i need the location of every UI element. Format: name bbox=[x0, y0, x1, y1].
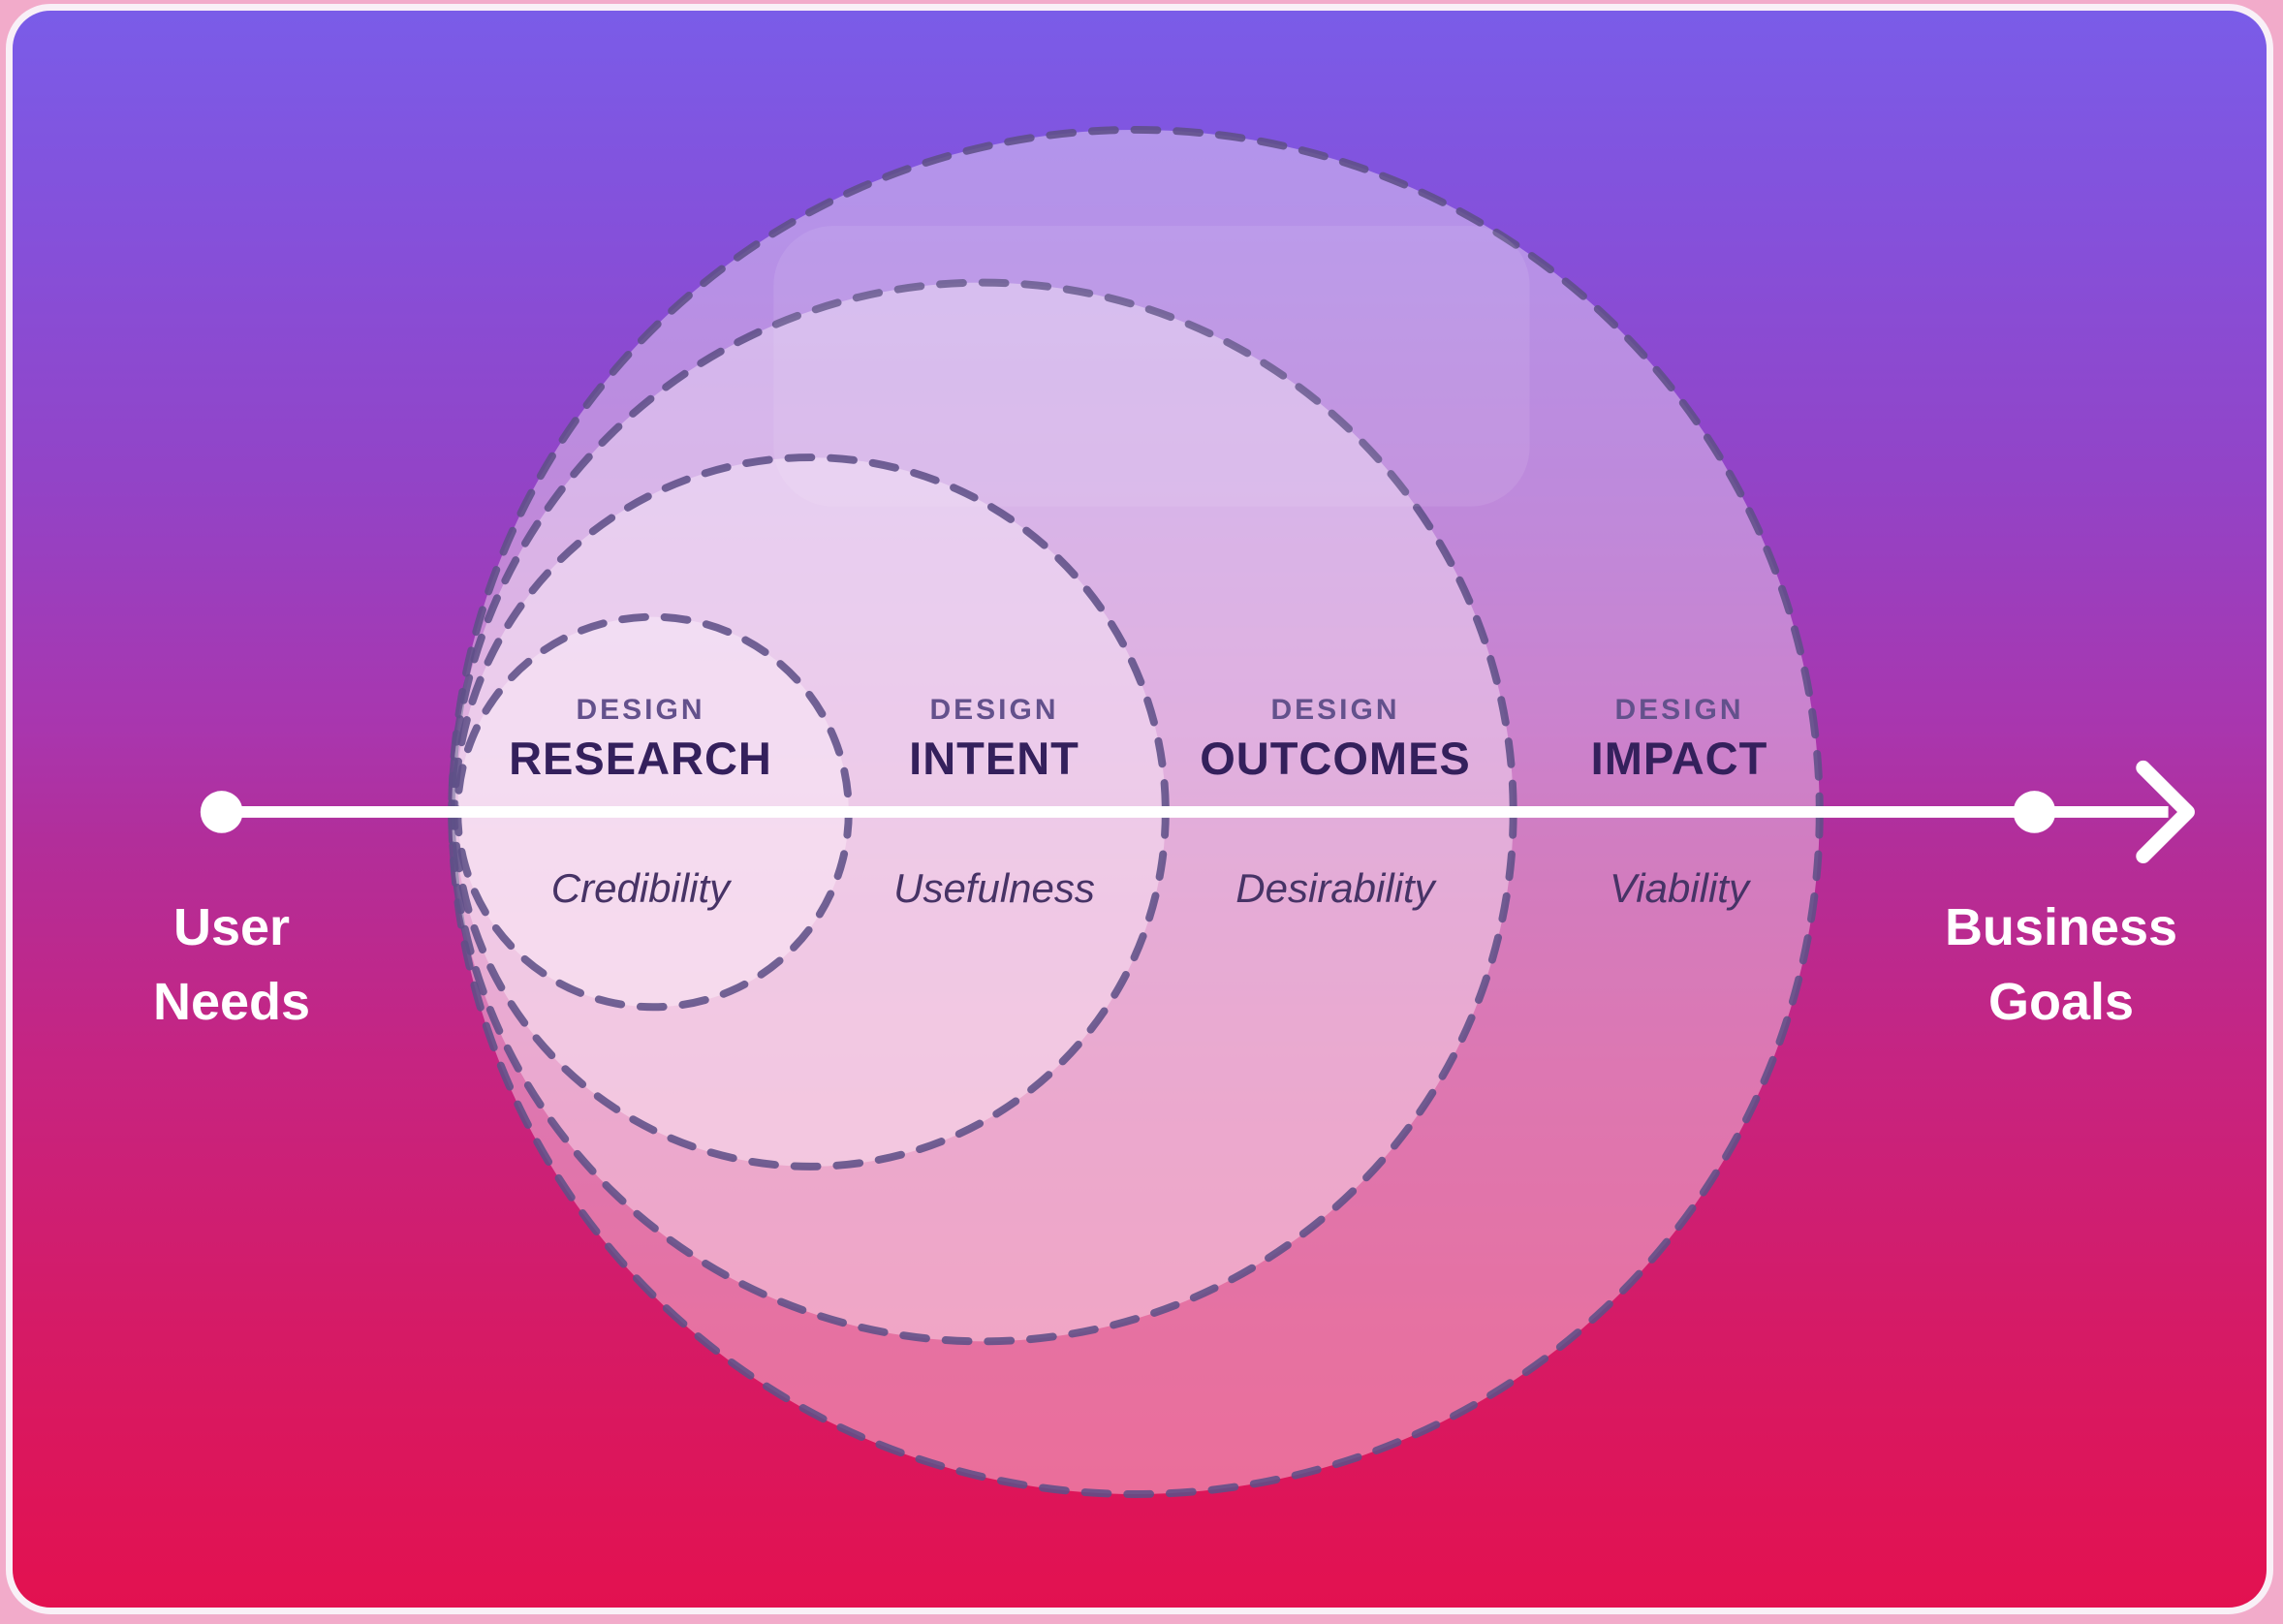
ring-label-impact: DESIGN IMPACT bbox=[1505, 695, 1854, 782]
axis-start-label: User Needs bbox=[28, 890, 435, 1040]
ring-kicker: DESIGN bbox=[929, 694, 1059, 726]
ring-label-outcomes: DESIGN OUTCOMES bbox=[1161, 695, 1510, 782]
ring-title: IMPACT bbox=[1590, 733, 1768, 784]
axis-end-label: Business Goals bbox=[1858, 890, 2265, 1040]
axis-end-dot bbox=[2013, 791, 2056, 833]
ring-title: RESEARCH bbox=[509, 733, 772, 784]
nested-circles-graphic bbox=[200, 125, 2195, 1498]
ring-quality-outcomes: Desirability bbox=[1235, 865, 1435, 911]
ring-quality-impact: Viability bbox=[1610, 865, 1749, 911]
ring-kicker: DESIGN bbox=[1270, 694, 1400, 726]
highlight-artifact-rect bbox=[773, 226, 1530, 507]
axis-start-dot bbox=[200, 791, 243, 833]
ring-kicker: DESIGN bbox=[1614, 694, 1744, 726]
diagram-canvas: DESIGN RESEARCH Credibility DESIGN INTEN… bbox=[6, 4, 2273, 1614]
ring-title: INTENT bbox=[909, 733, 1079, 784]
ring-kicker: DESIGN bbox=[576, 694, 705, 726]
ring-quality-research: Credibility bbox=[550, 865, 731, 911]
axis-start-label-line2: Needs bbox=[152, 973, 311, 1031]
axis-end-label-line2: Goals bbox=[1987, 973, 2135, 1031]
ring-quality-intent: Usefulness bbox=[893, 865, 1095, 911]
ring-label-intent: DESIGN INTENT bbox=[820, 695, 1169, 782]
ring-title: OUTCOMES bbox=[1200, 733, 1471, 784]
axis-arrowhead-icon bbox=[2136, 760, 2195, 864]
ring-label-research: DESIGN RESEARCH bbox=[466, 695, 815, 782]
axis-start-label-line1: User bbox=[172, 898, 291, 956]
axis-end-label-line1: Business bbox=[1944, 898, 2178, 956]
